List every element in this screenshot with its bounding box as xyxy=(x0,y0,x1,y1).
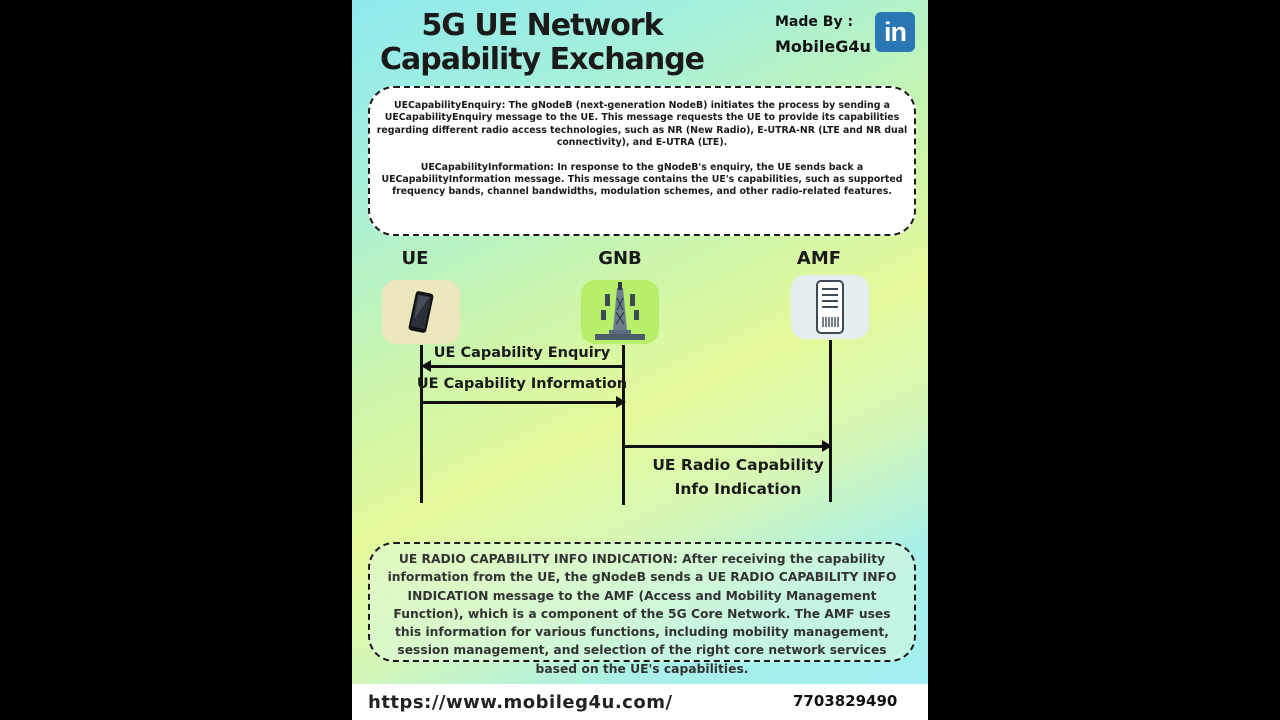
server-icon xyxy=(816,280,844,334)
arrowhead-left-icon xyxy=(421,360,431,372)
message-arrow-radio-capability-indication xyxy=(624,445,824,448)
arrowhead-right-icon xyxy=(822,440,832,452)
smartphone-icon xyxy=(408,291,434,333)
made-by-label: Made By : xyxy=(775,14,854,30)
message-label-radio-capability-line-1: UE Radio Capability xyxy=(652,456,824,474)
summary-paragraph: UE RADIO CAPABILITY INFO INDICATION: Aft… xyxy=(387,552,897,676)
phone-number: 7703829490 xyxy=(793,692,898,710)
intro-box: UECapabilityEnquiry: The gNodeB (next-ge… xyxy=(368,86,916,236)
message-label-radio-capability-line-2: Info Indication xyxy=(674,480,802,498)
actor-label-amf: AMF xyxy=(796,248,842,269)
amf-lifeline xyxy=(829,340,832,502)
actor-label-ue: UE xyxy=(401,248,429,269)
title-line-1: 5G UE Network xyxy=(421,8,663,43)
message-label-capability-enquiry: UE Capability Enquiry xyxy=(433,345,611,361)
ue-icon-tile xyxy=(382,280,460,344)
footer-bar: https://www.mobileg4u.com/ 7703829490 xyxy=(352,684,928,720)
cell-tower-icon xyxy=(595,282,645,340)
linkedin-logo-icon[interactable]: in xyxy=(875,12,915,52)
website-link[interactable]: https://www.mobileg4u.com/ xyxy=(368,692,673,713)
gnb-icon-tile xyxy=(581,280,659,344)
title-line-2: Capability Exchange xyxy=(379,42,705,77)
message-arrow-capability-information xyxy=(422,401,618,404)
author-name: MobileG4u xyxy=(775,37,871,56)
arrowhead-right-icon xyxy=(616,396,626,408)
summary-box: UE RADIO CAPABILITY INFO INDICATION: Aft… xyxy=(368,542,916,676)
intro-paragraph-information: UECapabilityInformation: In response to … xyxy=(381,161,903,198)
ue-lifeline xyxy=(420,345,423,503)
actor-label-gnb: GNB xyxy=(598,248,642,269)
intro-paragraph-enquiry: UECapabilityEnquiry: The gNodeB (next-ge… xyxy=(376,100,908,149)
message-label-capability-information: UE Capability Information xyxy=(416,376,628,392)
infographic-poster: 5G UE Network Capability Exchange Made B… xyxy=(352,0,928,720)
amf-icon-tile xyxy=(791,275,869,339)
gnb-lifeline xyxy=(622,345,625,505)
message-arrow-capability-enquiry xyxy=(424,365,624,368)
